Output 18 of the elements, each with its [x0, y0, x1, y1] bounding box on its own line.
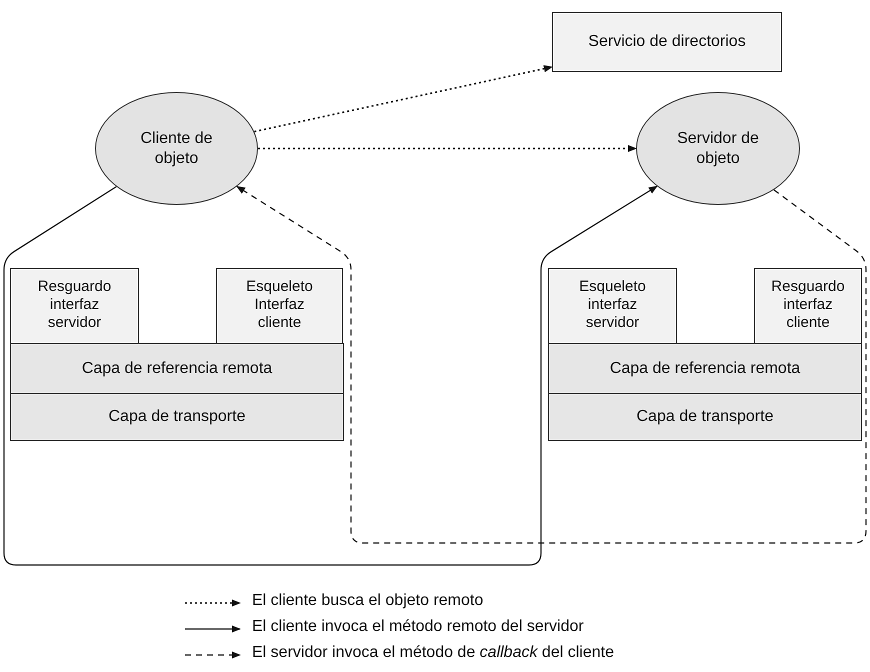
layer-box: Capa de transporte: [548, 393, 862, 441]
arrow: [254, 65, 553, 132]
layer-box: Capa de referencia remota: [10, 343, 344, 394]
stub-box: Resguardo interfaz servidor: [10, 268, 139, 344]
arrow: [236, 186, 867, 544]
layer-box: Capa de transporte: [10, 393, 344, 441]
legend-text: El cliente busca el objeto remoto: [252, 592, 484, 610]
skeleton-box: Esqueleto Interfaz cliente: [216, 268, 343, 344]
skeleton-box: Esqueleto interfaz servidor: [548, 268, 677, 344]
legend-text: El servidor invoca el método de callback del cliente: [252, 644, 614, 662]
arrow: [3, 186, 658, 566]
arrow: [258, 144, 637, 152]
legend-text: El cliente invoca el método remoto del servidor: [252, 618, 584, 636]
stub-box: Resguardo interfaz cliente: [754, 268, 862, 344]
service-box: Servicio de directorios: [552, 12, 782, 72]
client-ellipse: Cliente de objeto: [95, 92, 258, 205]
server-ellipse: Servidor de objeto: [636, 92, 800, 205]
layer-box: Capa de referencia remota: [548, 343, 862, 394]
